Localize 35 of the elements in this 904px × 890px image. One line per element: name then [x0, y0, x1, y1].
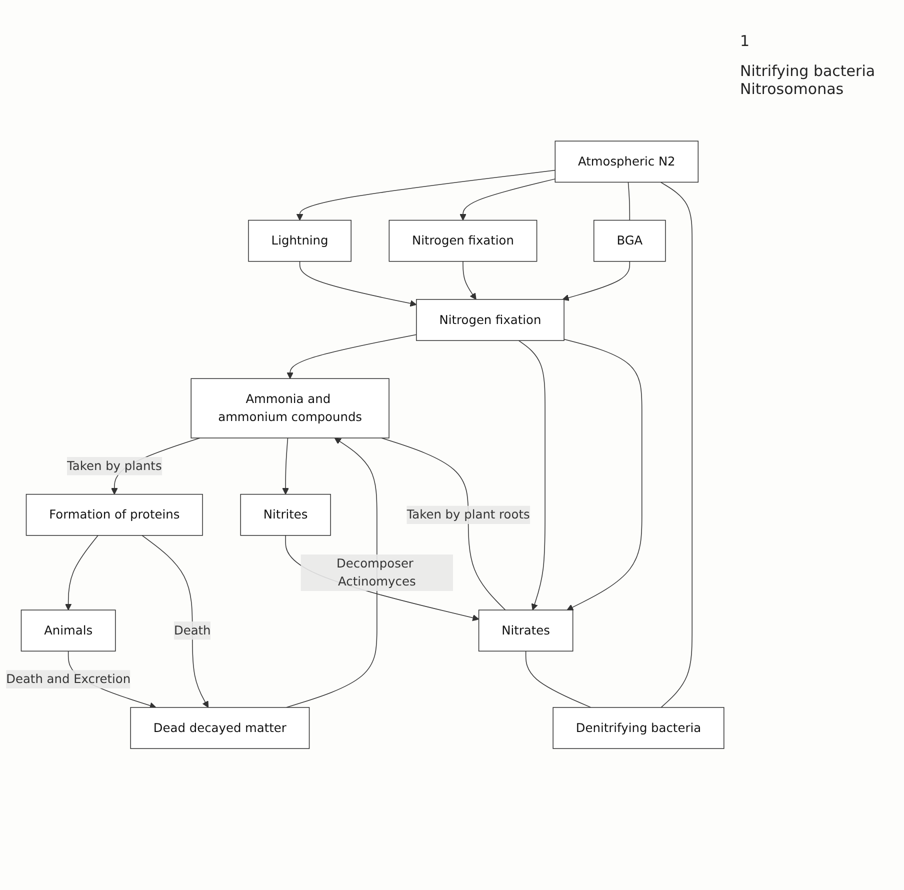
arrow: [460, 178, 556, 221]
node-box: Formation of proteins: [26, 494, 203, 536]
arrow: [286, 334, 417, 380]
arrow: [562, 261, 630, 302]
connector: [525, 650, 592, 708]
connector: [381, 438, 506, 611]
note: Nitrifying bacteria Nitrosomonas: [740, 62, 876, 98]
arrow: [564, 339, 642, 610]
node-box: Atmospheric N2: [554, 140, 699, 183]
node-box: Nitrites: [240, 494, 331, 536]
arrow: [299, 261, 417, 307]
arrow: [296, 170, 556, 221]
edge-label: Death: [174, 623, 211, 638]
node-box: Dead decayed matter: [130, 707, 310, 750]
edge-label: Decomposer Actinomyces: [336, 556, 416, 589]
connector: [628, 182, 630, 221]
node-box: Denitrifying bacteria: [552, 707, 724, 750]
edge-label: Death and Excretion: [6, 672, 131, 686]
node-box: Nitrates: [478, 610, 574, 652]
arrow: [518, 340, 546, 610]
arrow: [142, 535, 209, 708]
connector: [660, 182, 692, 708]
node-box: Nitrogen fixation: [416, 299, 564, 342]
edge-label: Taken by plant roots: [406, 507, 530, 522]
arrow: [282, 438, 289, 495]
node-box: Nitrogen fixation: [388, 220, 538, 262]
note: 1: [740, 32, 751, 50]
node-box: BGA: [594, 220, 666, 262]
arrow: [286, 438, 378, 708]
edge-label: Taken by plants: [66, 458, 162, 474]
node-box: Lightning: [248, 220, 352, 262]
node-box: Ammonia and ammonium compounds: [190, 378, 390, 439]
node-box: Animals: [20, 610, 116, 652]
arrow: [64, 535, 98, 610]
arrow: [462, 261, 476, 300]
